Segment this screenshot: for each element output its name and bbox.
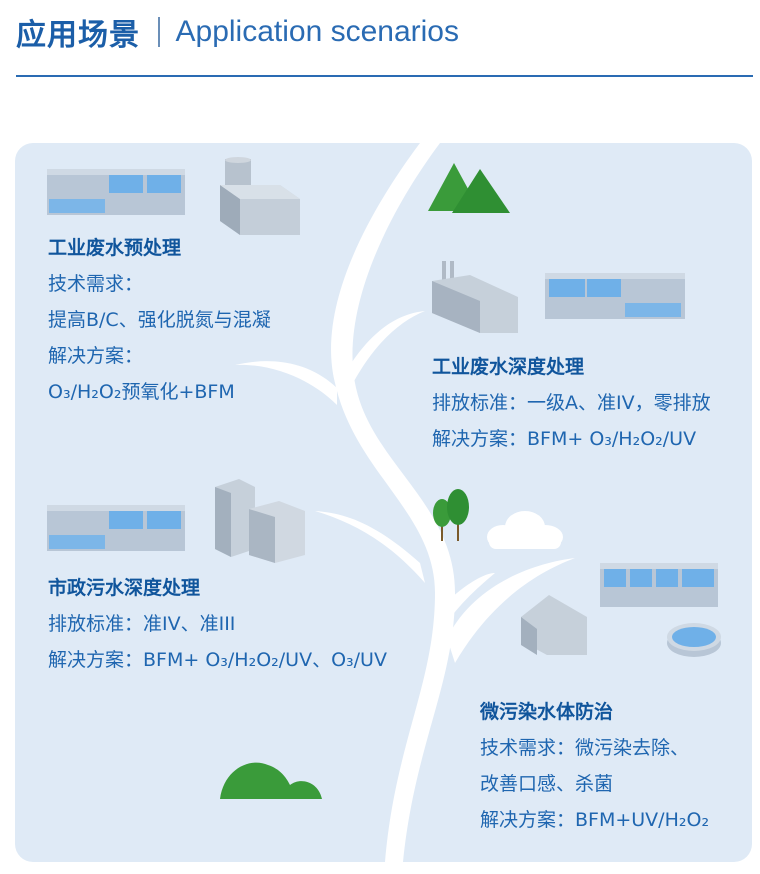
factory-icon [220, 157, 300, 235]
cloud-icon [487, 511, 563, 549]
treatment-tank-icon [47, 169, 185, 215]
scenario-line: 解决方案：BFM+UV/H₂O₂ [480, 809, 710, 831]
treatment-tank-icon [600, 563, 718, 607]
buildings-icon [215, 479, 305, 563]
title-cn: 应用场景 [16, 18, 140, 53]
scenario-line: 排放标准：准IV、准III [48, 613, 236, 635]
scenario-title: 工业废水深度处理 [432, 356, 585, 378]
scenario-line: 提高B/C、强化脱氮与混凝 [48, 309, 271, 331]
treatment-tank-icon [47, 505, 185, 551]
house-icon [521, 595, 587, 655]
scenario-line: 解决方案：BFM+ O₃/H₂O₂/UV、O₃/UV [48, 649, 387, 671]
scenario-panel: 工业废水预处理 技术需求： 提高B/C、强化脱氮与混凝 解决方案： O₃/H₂O… [15, 143, 752, 862]
clarifier-icon [667, 623, 721, 657]
tree-icon [433, 489, 469, 541]
scenario-municipal-advanced: 市政污水深度处理 排放标准：准IV、准III 解决方案：BFM+ O₃/H₂O₂… [48, 570, 387, 678]
page-title: 应用场景 Application scenarios [16, 10, 459, 54]
scenario-title: 微污染水体防治 [480, 701, 614, 723]
scenario-line: 解决方案： [48, 345, 144, 367]
scenario-line: 技术需求： [48, 273, 144, 295]
scenario-industrial-pretreatment: 工业废水预处理 技术需求： 提高B/C、强化脱氮与混凝 解决方案： O₃/H₂O… [48, 230, 271, 410]
title-divider [16, 75, 753, 77]
scenario-line: 排放标准：一级A、准IV，零排放 [432, 392, 711, 414]
bush-icon [220, 762, 322, 799]
scenario-title: 市政污水深度处理 [48, 577, 201, 599]
title-en: Application scenarios [175, 15, 460, 48]
scenario-line: 解决方案：BFM+ O₃/H₂O₂/UV [432, 428, 697, 450]
scenario-line: O₃/H₂O₂预氧化+BFM [48, 381, 235, 403]
industrial-plant-icon [432, 261, 518, 333]
treatment-tank-icon [545, 273, 685, 319]
scenario-line: 改善口感、杀菌 [480, 773, 614, 795]
scenario-title: 工业废水预处理 [48, 237, 182, 259]
scenario-micropollution: 微污染水体防治 技术需求：微污染去除、 改善口感、杀菌 解决方案：BFM+UV/… [480, 694, 709, 838]
mountains-icon [428, 163, 510, 213]
title-separator [158, 17, 160, 47]
scenario-industrial-advanced: 工业废水深度处理 排放标准：一级A、准IV，零排放 解决方案：BFM+ O₃/H… [432, 349, 711, 457]
tree-illustration [235, 143, 575, 862]
scenario-line: 技术需求：微污染去除、 [480, 737, 690, 759]
